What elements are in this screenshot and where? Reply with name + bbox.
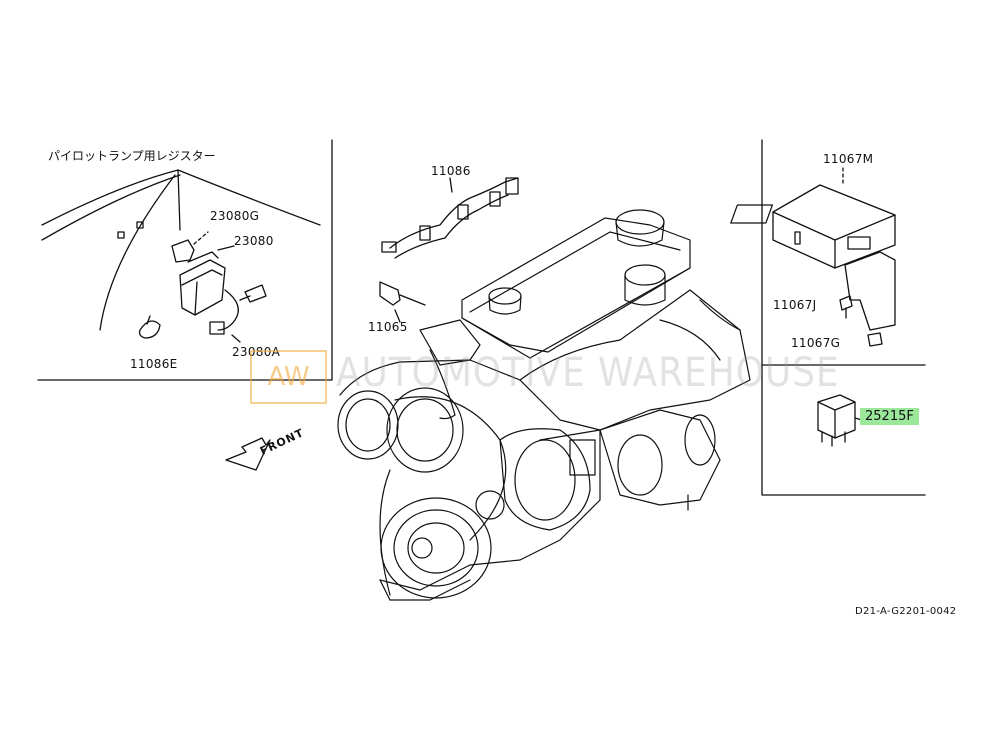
control-unit [730,167,896,347]
diagram-code: D21-A-G2201-0042 [855,606,957,617]
part-11067m-label[interactable]: 11067M [823,152,874,166]
part-23080g-label[interactable]: 23080G [210,209,260,223]
part-25215f-label[interactable]: 25215F [860,408,919,425]
pilot-lamp-resistor [138,231,267,343]
engine-block [337,209,751,601]
resistor-inset-frame [37,139,333,381]
part-11065-label[interactable]: 11065 [368,320,408,334]
part-11067g-label[interactable]: 11067G [791,336,841,350]
sensor-harness [379,177,519,323]
watermark-text: AUTOMOTIVE WAREHOUSE [336,350,840,396]
inset-title-jp: パイロットランプ用レジスター [48,149,216,163]
relay [817,394,863,447]
front-arrow [225,437,271,471]
part-23080a-label[interactable]: 23080A [232,345,281,359]
part-23080-label[interactable]: 23080 [234,234,274,248]
part-11067j-label[interactable]: 11067J [773,298,817,312]
control-unit-inset-frame [761,139,926,496]
watermark-logo: AW [250,350,327,404]
part-11086e-label[interactable]: 11086E [130,357,178,371]
part-11086-label[interactable]: 11086 [431,164,471,178]
body-panel-lines [41,169,321,331]
